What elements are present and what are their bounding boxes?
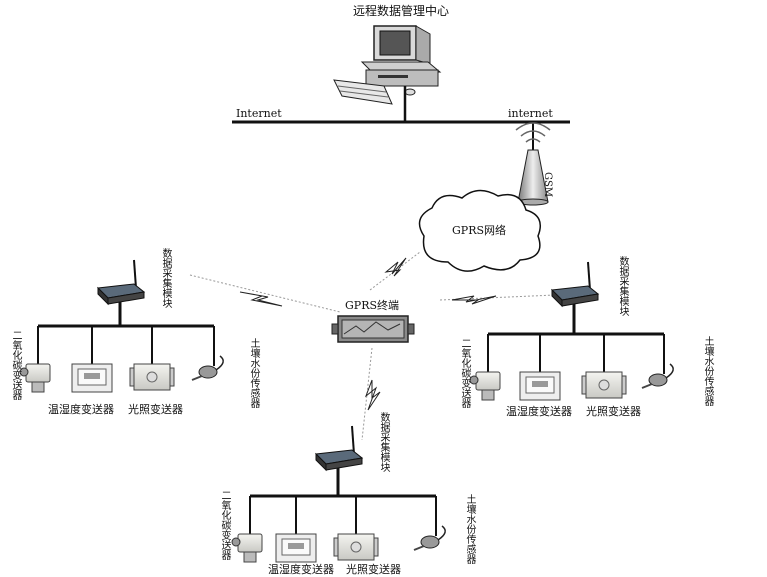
bottom-co2-sensor-icon — [231, 533, 263, 563]
left-data-module-icon — [96, 259, 146, 306]
gprs-terminal-icon — [331, 315, 415, 343]
bottom-soil-label: 土壤水份传感器 — [464, 494, 475, 564]
cloud-label: GPRS网络 — [452, 224, 507, 237]
wireless-links — [189, 251, 556, 441]
right-co2-label: 二氧化碳变送器 — [459, 338, 470, 408]
right-light-label: 光照变送器 — [586, 405, 641, 418]
lightning-icons — [239, 257, 497, 411]
bottom-humidity-sensor-icon — [275, 533, 317, 563]
bottom-light-label: 光照变送器 — [346, 563, 401, 576]
gsm-tower-icon — [515, 122, 551, 206]
computer-icon — [333, 25, 442, 122]
right-module-label: 数据采集模块 — [617, 256, 628, 316]
left-soil-sensor-icon — [191, 355, 224, 381]
page-title: 远程数据管理中心 — [353, 4, 450, 18]
right-humidity-label: 温湿度变送器 — [506, 405, 572, 418]
left-co2-label: 二氧化碳变送器 — [10, 330, 21, 400]
left-light-sensor-icon — [129, 363, 175, 391]
left-humidity-label: 温湿度变送器 — [48, 403, 114, 416]
gsm-label: GSM — [542, 172, 553, 198]
bottom-light-sensor-icon — [333, 533, 379, 561]
bottom-humidity-label: 温湿度变送器 — [268, 563, 334, 576]
left-humidity-sensor-icon — [71, 363, 113, 393]
gprs-terminal-label: GPRS终端 — [345, 299, 400, 312]
left-co2-sensor-icon — [19, 363, 51, 393]
right-soil-label: 土壤水份传感器 — [702, 336, 713, 406]
right-co2-sensor-icon — [469, 371, 501, 401]
right-humidity-sensor-icon — [519, 371, 561, 401]
left-light-label: 光照变送器 — [128, 403, 183, 416]
bottom-co2-label: 二氧化碳变送器 — [219, 490, 230, 560]
internet-left-label: Internet — [236, 107, 282, 120]
left-module-label: 数据采集模块 — [160, 248, 171, 308]
bottom-cluster — [231, 425, 446, 563]
gprs-cloud — [418, 189, 541, 272]
bottom-soil-sensor-icon — [413, 525, 446, 551]
right-soil-sensor-icon — [641, 363, 674, 389]
left-soil-label: 土壤水份传感器 — [248, 338, 259, 408]
bottom-module-label: 数据采集模块 — [378, 412, 389, 472]
right-light-sensor-icon — [581, 371, 627, 399]
internet-right-label: internet — [508, 107, 553, 120]
left-cluster — [19, 259, 224, 393]
bottom-data-module-icon — [314, 425, 364, 472]
right-data-module-icon — [550, 261, 600, 308]
right-cluster — [469, 261, 674, 401]
